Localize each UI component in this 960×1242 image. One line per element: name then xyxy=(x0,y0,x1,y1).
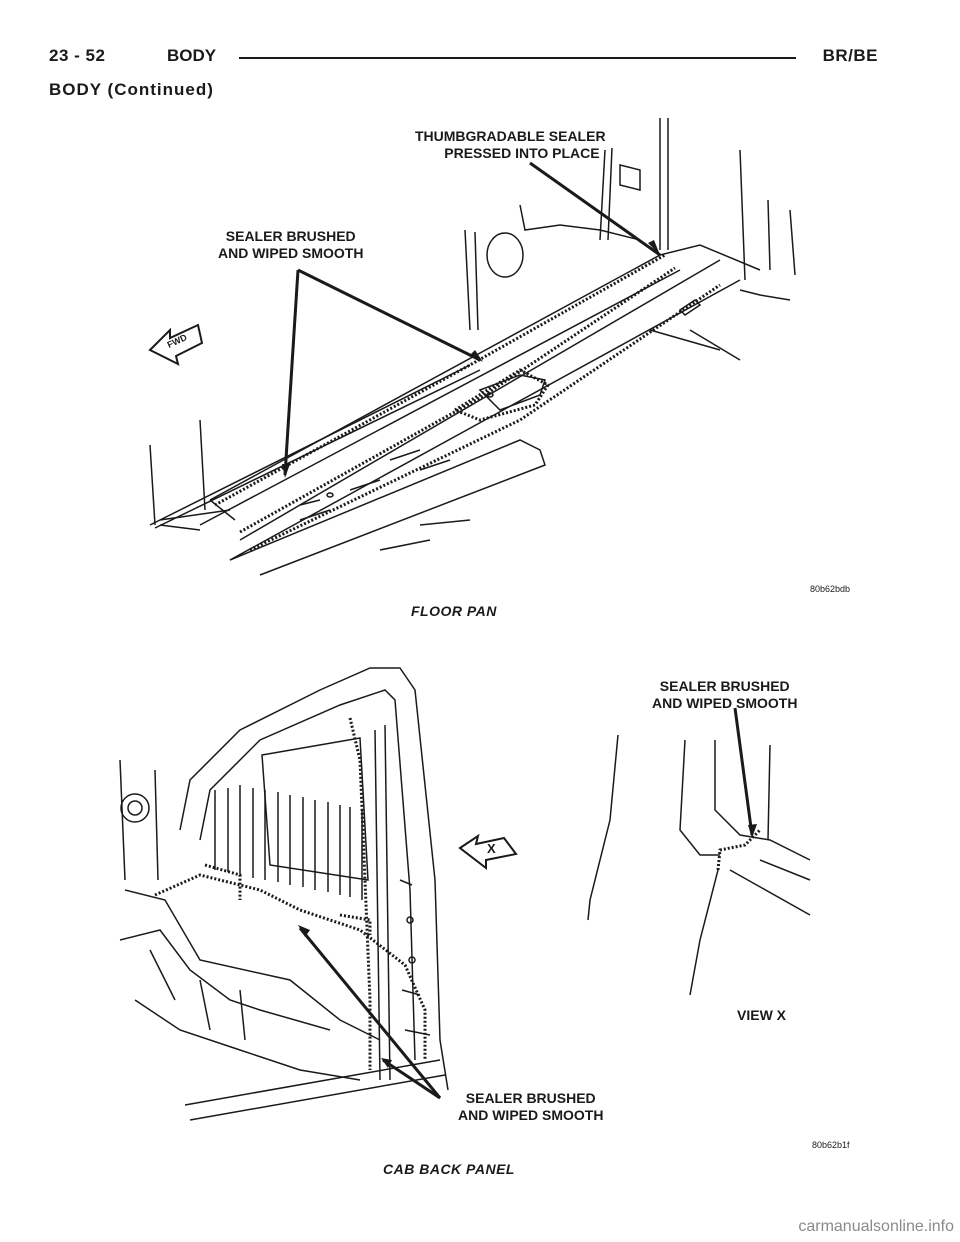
cab-back-panel-caption: CAB BACK PANEL xyxy=(383,1161,515,1177)
sealer-brushed-label-view-x: SEALER BRUSHED AND WIPED SMOOTH xyxy=(652,678,798,711)
floor-pan-caption: FLOOR PAN xyxy=(411,603,497,619)
cab-back-panel-figure-id: 80b62b1f xyxy=(812,1140,850,1150)
model-code: BR/BE xyxy=(822,46,878,65)
header-rule xyxy=(239,57,796,59)
floor-pan-figure-id: 80b62bdb xyxy=(810,584,851,594)
view-x-label: VIEW X xyxy=(737,1007,787,1023)
continued-heading: BODY (Continued) xyxy=(49,80,214,99)
section-title: BODY xyxy=(167,46,217,65)
watermark: carmanualsonline.info xyxy=(798,1218,954,1235)
sealer-brushed-label-cab: SEALER BRUSHED AND WIPED SMOOTH xyxy=(458,1090,604,1123)
view-x-marker: X xyxy=(487,841,496,856)
sealer-brushed-label-floor: SEALER BRUSHED AND WIPED SMOOTH xyxy=(218,228,364,261)
page-header: 23 - 52 BODY BR/BE xyxy=(49,40,878,66)
page-number: 23 - 52 xyxy=(49,46,106,65)
thumbgradable-sealer-label: THUMBGRADABLE SEALER PRESSED INTO PLACE xyxy=(415,128,606,161)
